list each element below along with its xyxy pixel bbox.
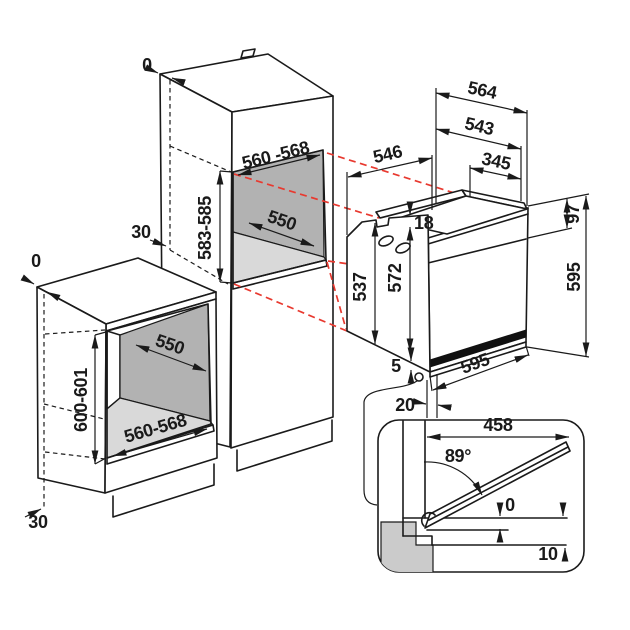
dim-label-oven-offset-20: 20 [395,395,415,415]
oven-door-open [424,441,571,529]
dim-label-door-gap-0: 0 [505,495,515,515]
detail-callout-circle [414,372,424,382]
side-vent-slot [378,235,394,247]
door-hinge-curl [420,511,436,527]
door-detail-inset [363,380,585,573]
dim-label-base-bottom-gap: 30 [28,512,48,532]
dim-label-tall-rear-gap: 30 [131,222,151,242]
dim-label-oven-trim-5: 5 [391,356,401,376]
oven-dimensions [346,88,590,418]
dim-label-tall-top-gap: 0 [142,55,152,75]
dim-label-oven-front-572: 572 [385,263,405,292]
dim-label-oven-step-18: 18 [414,213,434,233]
dim-label-base-top-gap: 0 [31,251,41,271]
dim-label-door-gap-10: 10 [538,544,558,564]
dim-label-oven-height-595: 595 [564,262,584,291]
door-angle-arc [423,461,483,496]
cabinet-dimensions [20,64,321,519]
dim-label-door-angle-89: 89° [445,446,471,466]
dim-label-oven-rear-97: 97 [563,204,583,224]
dim-label-tall-niche-height: 583-585 [195,196,215,260]
dim-label-oven-side-537: 537 [350,272,370,301]
dim-label-base-niche-height: 600-601 [71,368,91,432]
dim-label-door-length-458: 458 [483,415,512,435]
